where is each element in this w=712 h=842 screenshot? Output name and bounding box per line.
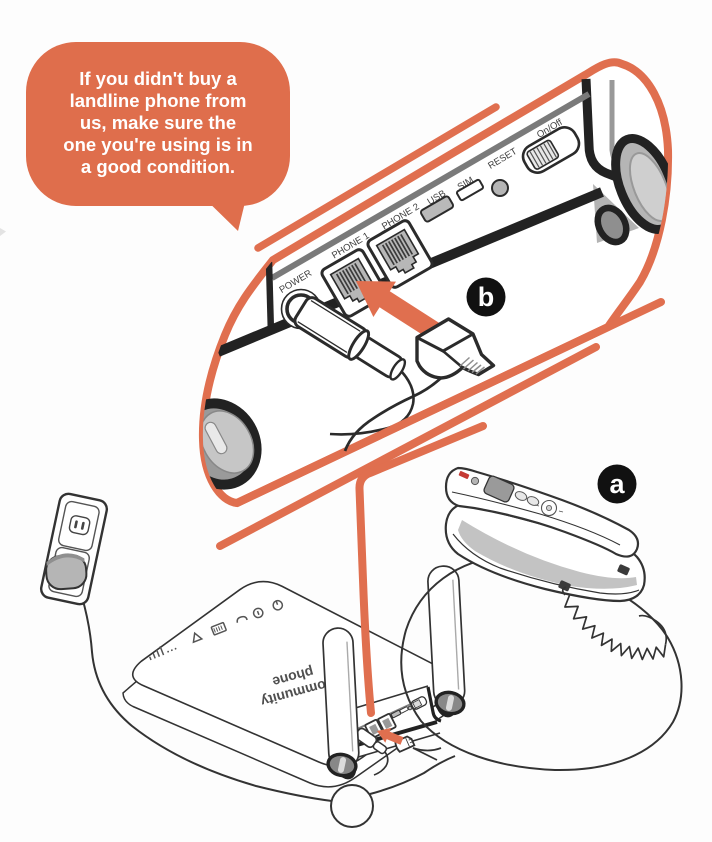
svg-text:If you didn't buy a: If you didn't buy a [79,68,237,89]
svg-text:one you're using is in: one you're using is in [63,134,252,155]
svg-text:a good condition.: a good condition. [81,156,235,177]
svg-text:b: b [478,282,495,312]
svg-text:landline phone from: landline phone from [70,90,247,111]
svg-text:a: a [609,469,625,499]
svg-text:us, make sure the: us, make sure the [80,112,236,133]
